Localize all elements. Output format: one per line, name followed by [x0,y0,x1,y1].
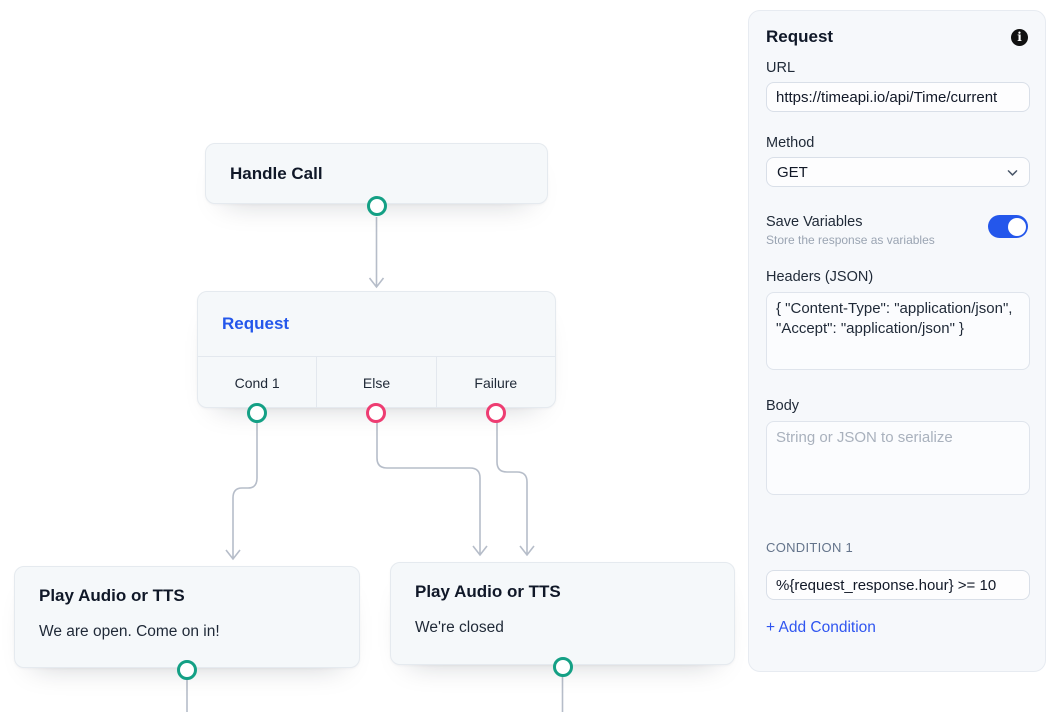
edge-handlecall-to-request [368,217,385,289]
output-port-failure[interactable] [485,403,506,423]
node-title: Request [222,314,290,333]
chevron-down-icon [1006,166,1019,179]
node-play-audio-closed[interactable]: Play Audio or TTS We're closed [390,562,735,677]
url-input[interactable] [766,82,1030,112]
request-properties-panel: Request i URL Method GET Save Variables … [748,10,1046,672]
save-variables-description: Store the response as variables [766,233,935,247]
url-label: URL [766,60,796,76]
save-variables-label: Save Variables [766,214,863,230]
body-textarea[interactable] [766,421,1030,495]
edge-failure-to-play-closed [496,422,535,557]
output-port-cond-1[interactable] [247,403,268,423]
method-select[interactable]: GET [766,157,1030,187]
branch-row: Cond 1 Else Failure [198,356,555,423]
output-port-else[interactable] [366,403,387,423]
branch-failure[interactable]: Failure [435,357,555,423]
headers-textarea[interactable]: { "Content-Type": "application/json", "A… [766,292,1030,370]
condition-1-label: CONDITION 1 [766,540,854,555]
save-variables-toggle[interactable] [988,215,1028,238]
node-message: We are open. Come on in! [39,623,220,640]
node-handle-call[interactable]: Handle Call [205,143,548,216]
method-label: Method [766,135,815,151]
edge-else-to-play-closed [376,422,488,557]
headers-label: Headers (JSON) [766,269,874,285]
output-port[interactable] [552,657,573,677]
node-title: Play Audio or TTS [415,582,561,601]
toggle-knob [1007,217,1026,236]
node-message: We're closed [415,619,504,636]
add-condition-link[interactable]: + Add Condition [766,619,876,636]
output-port[interactable] [366,196,387,216]
node-request[interactable]: Request Cond 1 Else Failure [197,291,556,423]
output-port[interactable] [177,660,197,680]
branch-label: Else [362,374,391,391]
info-icon[interactable]: i [1011,28,1028,46]
node-title: Play Audio or TTS [39,586,185,605]
branch-else[interactable]: Else [316,357,435,423]
edge-cond1-to-play-open [225,422,258,561]
panel-title: Request [766,27,834,46]
branch-label: Cond 1 [234,374,280,391]
body-label: Body [766,398,800,414]
branch-cond-1[interactable]: Cond 1 [198,357,316,423]
node-title: Handle Call [230,163,323,183]
node-play-audio-open[interactable]: Play Audio or TTS We are open. Come on i… [14,566,360,680]
condition-1-input[interactable] [766,570,1030,600]
method-selected-value: GET [777,163,808,181]
branch-label: Failure [474,374,518,391]
